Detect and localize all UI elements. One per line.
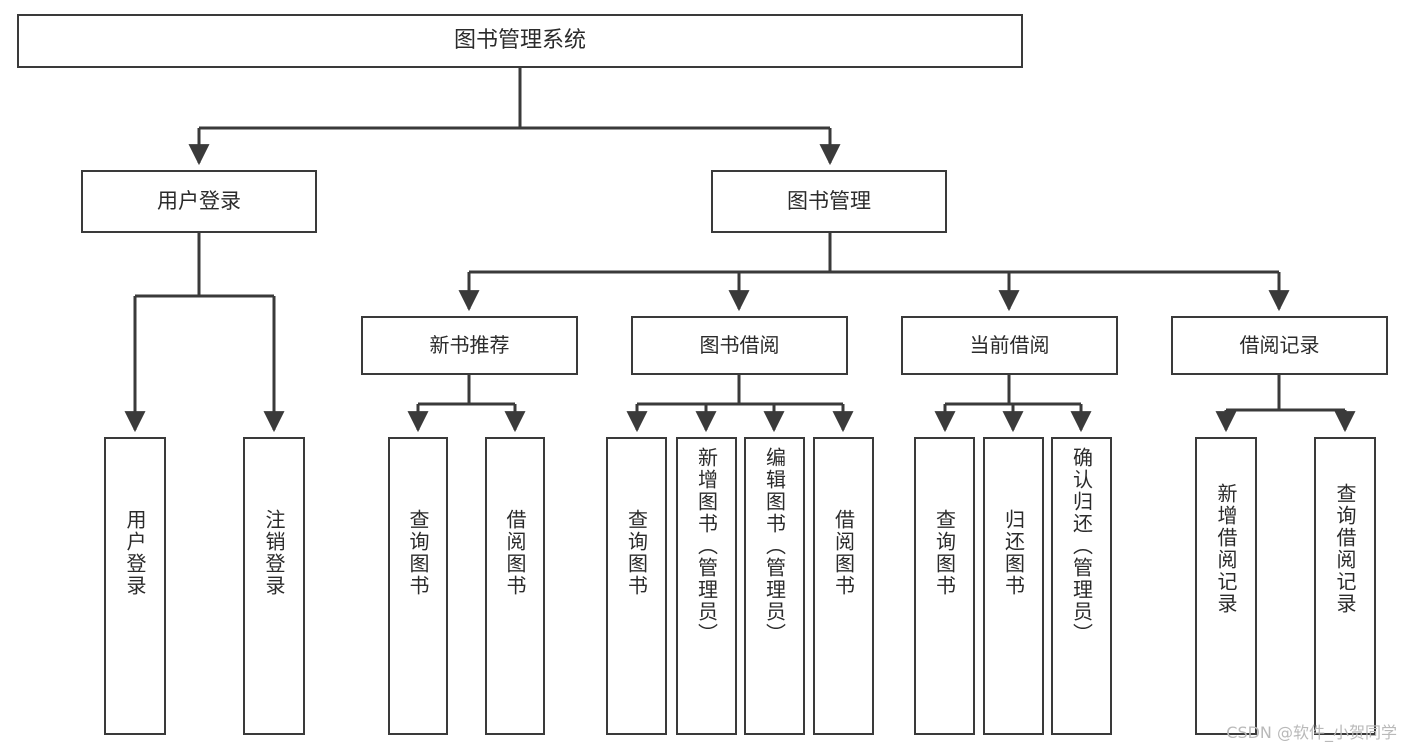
node-label: 注销登录: [262, 509, 286, 597]
leaf-book-borrow-add-book-admin[interactable]: 新增图书（管理员）: [676, 437, 737, 735]
node-label: 新书推荐: [429, 333, 510, 358]
node-label: 新增借阅记录: [1214, 483, 1238, 615]
node-label: 查询图书: [624, 509, 649, 597]
node-root-book-management-system[interactable]: 图书管理系统: [17, 14, 1023, 68]
node-label: 借阅图书: [831, 509, 856, 597]
leaf-user-login-login[interactable]: 用户登录: [104, 437, 166, 735]
node-book-management[interactable]: 图书管理: [711, 170, 947, 233]
node-label: 借阅图书: [503, 509, 527, 597]
leaf-book-borrow-edit-book-admin[interactable]: 编辑图书（管理员）: [744, 437, 805, 735]
node-label: 用户登录: [123, 509, 147, 597]
leaf-book-borrow-borrow-book[interactable]: 借阅图书: [813, 437, 874, 735]
node-label: 查询图书: [406, 509, 430, 597]
node-label: 编辑图书（管理员）: [762, 447, 787, 645]
leaf-new-book-borrow-book[interactable]: 借阅图书: [485, 437, 545, 735]
leaf-borrow-record-add-record[interactable]: 新增借阅记录: [1195, 437, 1257, 735]
leaf-user-login-logout[interactable]: 注销登录: [243, 437, 305, 735]
node-current-borrow[interactable]: 当前借阅: [901, 316, 1118, 375]
node-label: 查询借阅记录: [1333, 483, 1357, 615]
csdn-watermark: CSDN @软件_小贺同学: [1226, 723, 1397, 742]
leaf-current-borrow-confirm-return-admin[interactable]: 确认归还（管理员）: [1051, 437, 1112, 735]
node-label: 当前借阅: [969, 333, 1050, 358]
node-label: 图书管理系统: [453, 27, 586, 53]
leaf-current-borrow-return-book[interactable]: 归还图书: [983, 437, 1044, 735]
node-label: 用户登录: [157, 188, 241, 213]
node-user-login[interactable]: 用户登录: [81, 170, 317, 233]
node-label: 借阅记录: [1239, 333, 1320, 358]
node-label: 归还图书: [1001, 509, 1026, 597]
node-label: 图书借阅: [699, 333, 780, 358]
node-label: 新增图书（管理员）: [694, 447, 719, 645]
node-label: 图书管理: [787, 188, 871, 213]
node-borrow-record[interactable]: 借阅记录: [1171, 316, 1388, 375]
leaf-current-borrow-query-book[interactable]: 查询图书: [914, 437, 975, 735]
leaf-borrow-record-query-record[interactable]: 查询借阅记录: [1314, 437, 1376, 735]
node-label: 查询图书: [932, 509, 957, 597]
node-new-book-recommend[interactable]: 新书推荐: [361, 316, 578, 375]
leaf-book-borrow-query-book[interactable]: 查询图书: [606, 437, 667, 735]
node-label: 确认归还（管理员）: [1069, 447, 1094, 645]
node-book-borrow[interactable]: 图书借阅: [631, 316, 848, 375]
leaf-new-book-query-book[interactable]: 查询图书: [388, 437, 448, 735]
